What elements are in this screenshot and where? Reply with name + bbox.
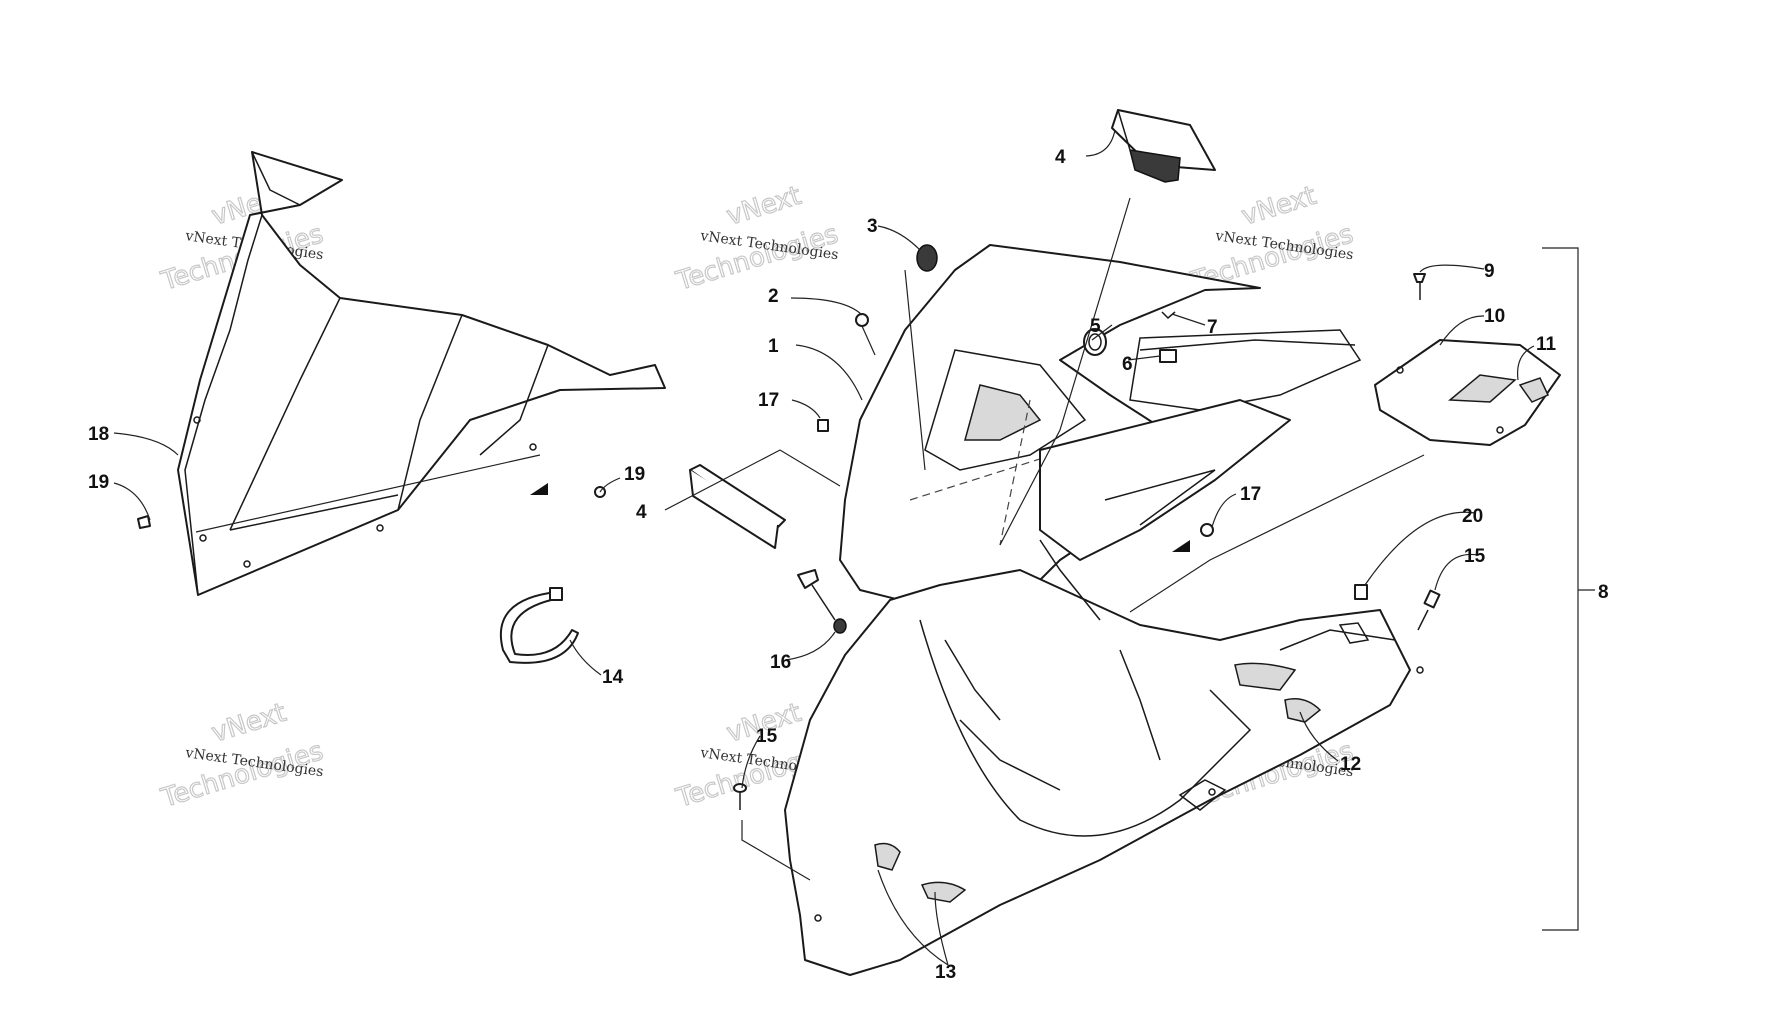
callout-17-right: 17 — [1240, 484, 1261, 505]
callout-labels: 18 19 19 14 1 2 3 17 4 16 15 4 5 6 7 17 … — [88, 147, 1609, 983]
callout-11: 11 — [1536, 334, 1557, 355]
nut-part-17-right — [1200, 523, 1214, 537]
callout-1: 1 — [768, 336, 779, 357]
callout-16: 16 — [770, 652, 791, 673]
bolt-part-15-right — [1417, 589, 1441, 631]
callout-12: 12 — [1340, 754, 1361, 775]
callout-18: 18 — [88, 424, 109, 445]
screw-part-2 — [855, 313, 876, 356]
gauge-unit-part — [1111, 109, 1216, 183]
callout-10: 10 — [1484, 306, 1505, 327]
callout-4-top: 4 — [1055, 147, 1066, 168]
callout-19-left: 19 — [88, 472, 109, 493]
windshield-part — [177, 151, 666, 596]
svg-text:vNext: vNext — [723, 181, 804, 232]
callout-9: 9 — [1484, 261, 1495, 282]
callout-19-right: 19 — [624, 464, 645, 485]
side-panel-right-part — [1039, 399, 1291, 561]
belly-pan-part — [784, 539, 1424, 976]
watermark-bottom-left: vNext Technologies vNext Technologies — [157, 697, 328, 814]
push-pin-part-16 — [797, 569, 847, 634]
nut-part-20 — [1354, 584, 1368, 600]
callout-5: 5 — [1090, 316, 1101, 337]
upper-hood-part — [839, 244, 1362, 621]
callout-8: 8 — [1598, 582, 1609, 603]
strap-part — [499, 587, 579, 664]
callout-14: 14 — [602, 667, 624, 688]
callout-15-left: 15 — [756, 726, 778, 747]
front-arrow-icon-right — [1172, 540, 1190, 552]
callout-4-left: 4 — [636, 502, 647, 523]
grommet-part-5 — [1083, 328, 1107, 356]
side-accessory-panel-part — [1374, 339, 1561, 446]
callout-3: 3 — [867, 216, 878, 237]
watermark-top-center: vNext Technologies vNext Technologies — [672, 180, 843, 297]
svg-text:vNext: vNext — [208, 698, 289, 749]
callout-6: 6 — [1122, 354, 1133, 375]
rivet-part-9 — [1413, 273, 1426, 300]
callout-20: 20 — [1462, 506, 1483, 527]
callout-13: 13 — [935, 962, 956, 983]
spring-clip-part-7 — [1161, 311, 1176, 320]
grommet-part-3 — [916, 244, 938, 272]
callout-17-left: 17 — [758, 390, 779, 411]
front-arrow-icon-left — [530, 483, 548, 495]
clip-part-17-left — [817, 419, 829, 432]
callout-2: 2 — [768, 286, 779, 307]
bolt-part-15-left — [733, 783, 747, 810]
leader-lines — [113, 129, 1595, 966]
vent-grille-part — [689, 464, 786, 549]
callout-7: 7 — [1207, 317, 1218, 338]
switch-part-6 — [1159, 349, 1177, 363]
screw-part-19-left — [137, 515, 151, 529]
callout-15-right: 15 — [1464, 546, 1486, 567]
svg-text:vNext: vNext — [1238, 181, 1319, 232]
